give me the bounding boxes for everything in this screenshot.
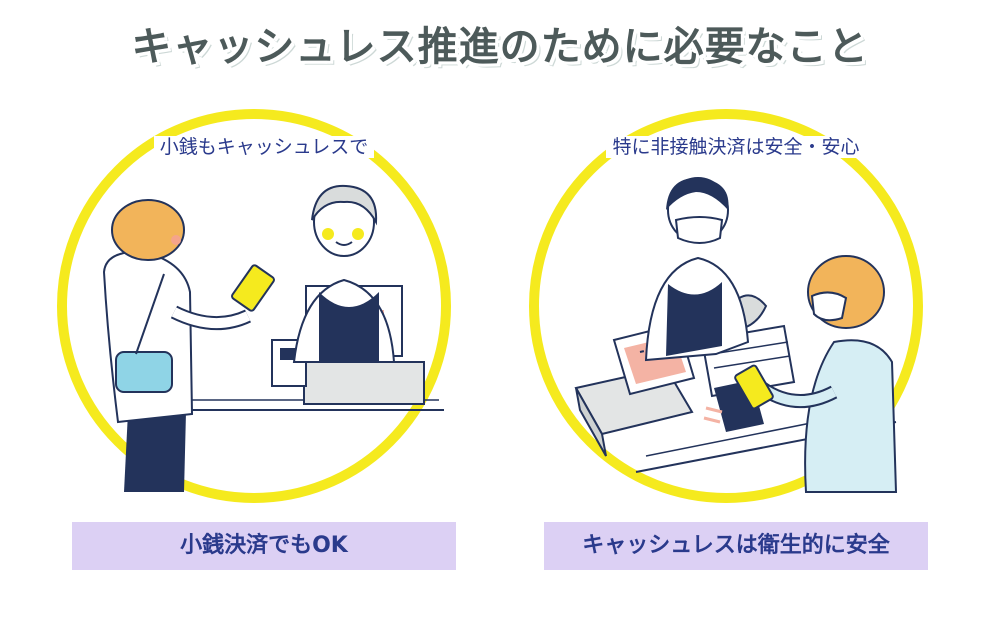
customer-figure: [734, 255, 898, 493]
caption-small-change: 小銭決済でもOK: [72, 522, 456, 570]
subtitle-small-change: 小銭もキャッシュレスで: [44, 132, 484, 159]
caption-hygienic: キャッシュレスは衛生的に安全: [544, 522, 928, 570]
cashier-figure: [292, 184, 396, 363]
illustration-small-change: [57, 109, 451, 503]
panel-contactless: 特に非接触決済は安全・安心: [516, 92, 956, 512]
page-title: キャッシュレス推進のために必要なこと: [131, 24, 869, 70]
yellow-circle: [57, 109, 451, 503]
subtitle-contactless: 特に非接触決済は安全・安心: [516, 132, 956, 159]
panel-small-change: 小銭もキャッシュレスで: [44, 92, 484, 512]
illustration-contactless: [529, 109, 923, 503]
customer-figure: [102, 199, 275, 492]
clerk-figure: [644, 177, 750, 362]
yellow-circle: [529, 109, 923, 503]
